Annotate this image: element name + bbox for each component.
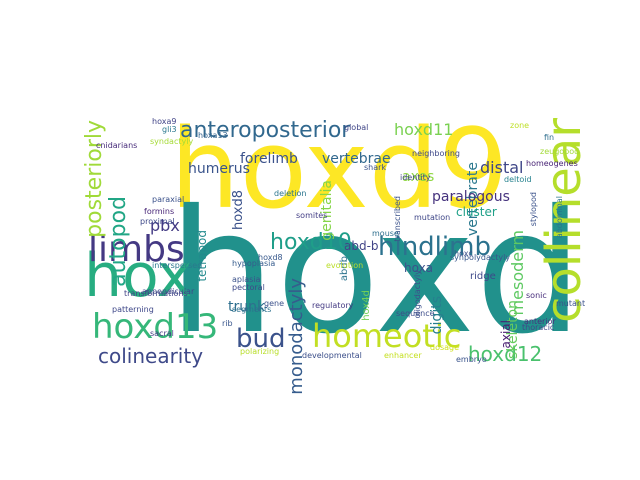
word-trunk: trunk <box>228 299 266 315</box>
word-hox: hox <box>84 241 193 311</box>
word-hoxc: hoxc <box>454 249 473 258</box>
word-hoxd8: hoxd8 <box>258 253 283 262</box>
word-hox4d: hox4d <box>361 290 372 321</box>
word-patterning: patterning <box>112 305 154 314</box>
word-hypoplasia: hypoplasia <box>232 259 276 268</box>
word-synpolydactyly: synpolydactyly <box>450 253 511 262</box>
word-hoxd13: hoxd13 <box>92 307 219 347</box>
word-cnidarians: cnidarians <box>96 141 138 150</box>
word-cluster: cluster <box>456 205 497 219</box>
word-formins: formins <box>144 207 175 216</box>
word-proximal: proximal <box>140 217 175 226</box>
word-colinearity: colinearity <box>98 344 204 368</box>
word-hindlimb: hindlimb <box>378 232 491 262</box>
word-bud: bud <box>236 324 286 354</box>
word-deletion: deletion <box>274 189 307 198</box>
word-abd-b: abd-b <box>344 239 379 253</box>
word-abdominal: abdominal <box>555 196 564 239</box>
word-hoxd11: hoxd11 <box>394 120 454 139</box>
word-gli3: gli3 <box>162 125 177 134</box>
word-developmental: developmental <box>302 351 362 360</box>
word-dosage: dosage <box>430 343 460 352</box>
word-sacral: sacral <box>150 329 174 338</box>
word-mouse: mouse <box>372 229 399 238</box>
word-segments: segments <box>232 305 272 314</box>
word-sonic: sonic <box>526 291 547 300</box>
word-stylopod: stylopod <box>529 192 538 227</box>
word-posteriorly: posteriorly <box>82 120 107 238</box>
word-hoxd: hoxd <box>168 174 584 372</box>
word-distal: distal <box>480 158 524 177</box>
word-hoxa13: hoxa13 <box>198 131 228 140</box>
word-syndactyly: syndactyly <box>150 137 194 146</box>
word-hoxd10: hoxd10 <box>270 230 352 255</box>
word-ridge: ridge <box>470 271 496 282</box>
word-limbs: limbs <box>88 229 185 270</box>
word-identity: identity <box>400 173 431 182</box>
word-somites: somites <box>296 211 328 220</box>
word-anteroposterior: anteroposterior <box>180 118 351 143</box>
word-hoxd9: hoxd9 <box>170 105 509 233</box>
word-zone: zone <box>510 121 530 130</box>
word-tetrapod: tetrapod <box>195 230 209 282</box>
word-axes: axes <box>402 169 435 185</box>
word-anterior: anterior <box>524 317 556 326</box>
word-transformations: transformations <box>124 289 188 298</box>
word-interspersed: interspersed <box>152 261 203 270</box>
word-pectoral: pectoral <box>232 283 265 292</box>
word-vertebrae: vertebrae <box>322 151 391 167</box>
word-mutation: mutation <box>414 213 451 222</box>
word-hoxd8: hoxd8 <box>231 190 246 231</box>
word-deltoid: deltoid <box>504 175 532 184</box>
word-mutant: mutant <box>556 299 586 308</box>
word-global: global <box>344 123 369 132</box>
word-appendicular: appendicular <box>142 287 195 296</box>
word-shark: shark <box>364 163 387 172</box>
word-paralogous: paralogous <box>432 189 510 205</box>
word-forelimb: forelimb <box>240 151 298 167</box>
word-evolution: evolution <box>326 261 364 270</box>
word-enhancer: enhancer <box>384 351 422 360</box>
word-gene: gene <box>264 299 284 308</box>
word-monodactyly: monodactyly <box>286 278 307 395</box>
word-hoxd12: hoxd12 <box>468 342 543 366</box>
word-humerus: humerus <box>188 161 250 177</box>
word-fin: fin <box>544 133 555 142</box>
word-aplasia: aplasia <box>232 275 261 284</box>
word-hoxa9: hoxa9 <box>152 117 177 126</box>
word-sequence: sequence <box>396 309 435 318</box>
word-homeotic: homeotic <box>312 317 462 355</box>
word-hoxa: hoxa <box>404 261 434 275</box>
word-axial: axial <box>499 320 513 349</box>
word-neighboring: neighboring <box>412 149 460 158</box>
word-pbx: pbx <box>150 216 180 235</box>
word-regulatory: regulatory <box>312 301 354 310</box>
word-zeugopod: zeugopod <box>540 147 580 156</box>
word-polarizing: polarizing <box>240 347 280 356</box>
word-homeogenes: homeogenes <box>526 159 578 168</box>
word-thoracic: thoracic <box>522 323 555 332</box>
word-embryo: embryo <box>456 355 487 364</box>
word-rib: rib <box>222 319 233 328</box>
word-paraxial: paraxial <box>152 195 185 204</box>
word-autopod: autopod <box>106 196 131 287</box>
